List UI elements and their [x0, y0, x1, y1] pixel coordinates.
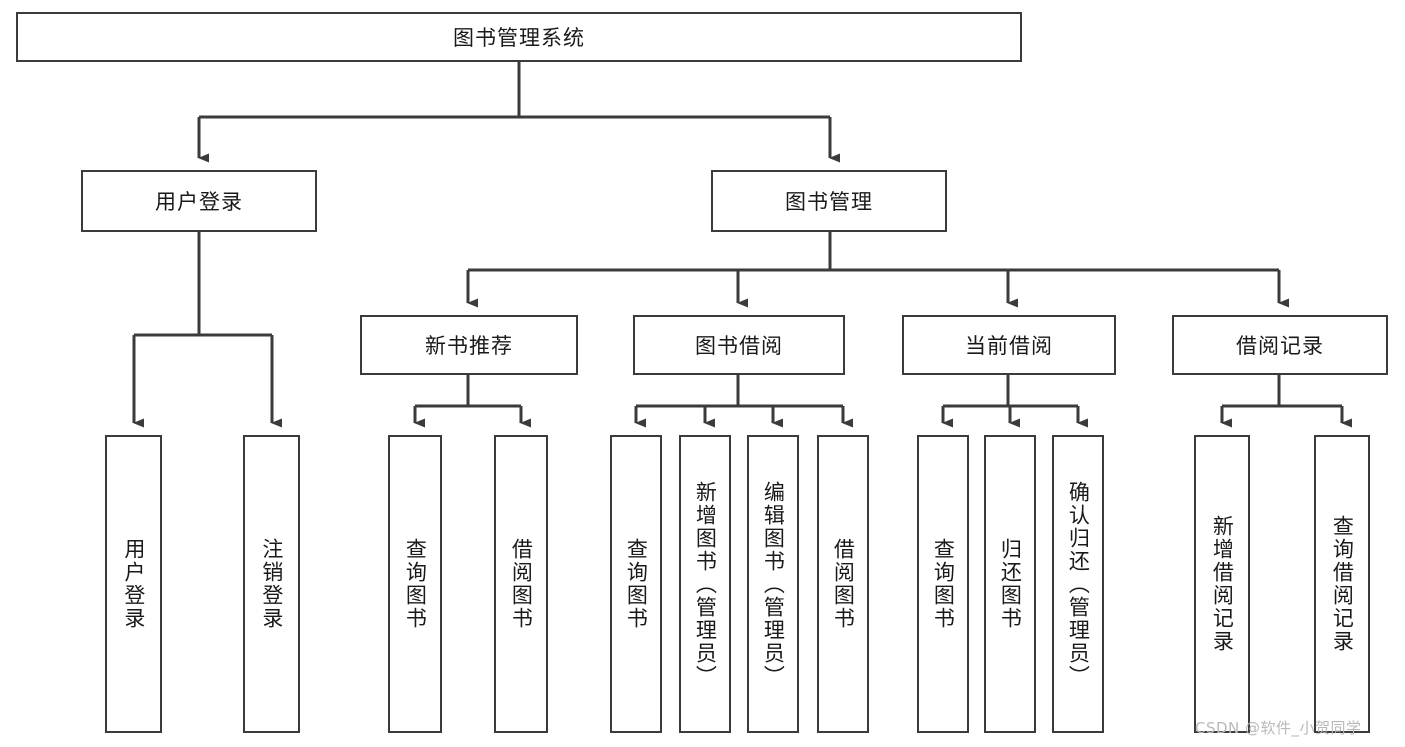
node-leaf-query-borrow-record[interactable]: 查询借阅记录 [1314, 435, 1370, 733]
node-root-book-management-system[interactable]: 图书管理系统 [16, 12, 1022, 62]
node-label: 用户登录 [155, 190, 243, 214]
node-user-login[interactable]: 用户登录 [81, 170, 317, 232]
node-label: 图书管理系统 [453, 26, 585, 50]
node-label: 图书借阅 [695, 334, 783, 358]
node-label: 借阅记录 [1236, 334, 1324, 358]
node-leaf-query-book-3[interactable]: 查询图书 [917, 435, 969, 733]
node-leaf-user-login[interactable]: 用户登录 [105, 435, 162, 733]
node-label: 当前借阅 [965, 334, 1053, 358]
node-label: 注销登录 [259, 538, 284, 630]
node-label: 借阅图书 [509, 538, 534, 630]
node-label: 编辑图书（管理员） [761, 480, 786, 688]
node-leaf-add-borrow-record[interactable]: 新增借阅记录 [1194, 435, 1250, 733]
node-label: 查询借阅记录 [1330, 515, 1355, 653]
node-label: 新增图书（管理员） [693, 480, 718, 688]
node-label: 借阅图书 [831, 538, 856, 630]
node-book-borrow[interactable]: 图书借阅 [633, 315, 845, 375]
node-leaf-edit-book-admin[interactable]: 编辑图书（管理员） [747, 435, 799, 733]
node-label: 确认归还（管理员） [1066, 480, 1091, 688]
node-label: 图书管理 [785, 190, 873, 214]
node-leaf-query-book-2[interactable]: 查询图书 [610, 435, 662, 733]
node-leaf-user-logout[interactable]: 注销登录 [243, 435, 300, 733]
node-label: 归还图书 [998, 538, 1023, 630]
node-current-borrow[interactable]: 当前借阅 [902, 315, 1116, 375]
node-leaf-borrow-book-2[interactable]: 借阅图书 [817, 435, 869, 733]
node-book-management[interactable]: 图书管理 [711, 170, 947, 232]
node-label: 查询图书 [931, 538, 956, 630]
node-label: 用户登录 [121, 538, 146, 630]
node-label: 查询图书 [403, 538, 428, 630]
node-leaf-add-book-admin[interactable]: 新增图书（管理员） [679, 435, 731, 733]
node-borrow-record[interactable]: 借阅记录 [1172, 315, 1388, 375]
node-label: 新增借阅记录 [1210, 515, 1235, 653]
node-leaf-query-book-1[interactable]: 查询图书 [388, 435, 442, 733]
node-label: 查询图书 [624, 538, 649, 630]
node-label: 新书推荐 [425, 334, 513, 358]
node-leaf-return-book[interactable]: 归还图书 [984, 435, 1036, 733]
node-leaf-confirm-return-admin[interactable]: 确认归还（管理员） [1052, 435, 1104, 733]
node-new-book-recommend[interactable]: 新书推荐 [360, 315, 578, 375]
node-leaf-borrow-book-1[interactable]: 借阅图书 [494, 435, 548, 733]
